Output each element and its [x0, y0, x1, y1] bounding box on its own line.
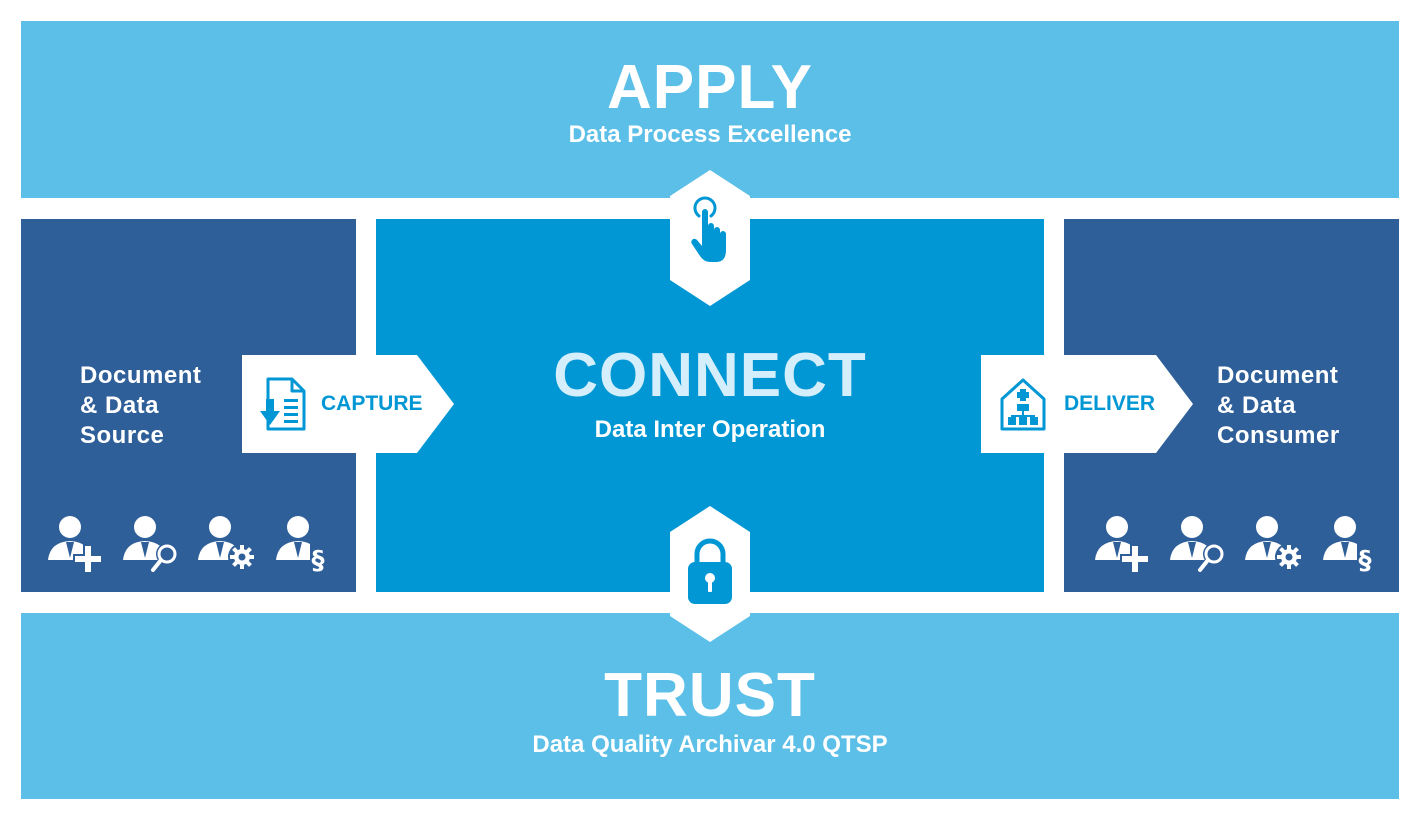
person-paragraph-icon: §: [276, 516, 327, 574]
deliver-arrow: DELIVER: [981, 355, 1193, 453]
source-label-line: Source: [80, 422, 165, 449]
padlock-icon: [688, 538, 732, 604]
consumer-label: Document & Data Consumer: [1217, 361, 1387, 451]
person-search-icon: [123, 516, 178, 572]
document-download-icon: [260, 377, 306, 431]
deliver-label: DELIVER: [1064, 392, 1156, 415]
consumer-people-row: §: [1088, 514, 1378, 574]
trust-title: TRUST: [604, 661, 816, 730]
person-paragraph-icon: §: [1323, 516, 1374, 574]
source-label-line: Document: [80, 362, 202, 389]
source-people-row: §: [45, 514, 335, 574]
svg-text:§: §: [1359, 546, 1372, 574]
person-plus-icon: [48, 516, 103, 574]
source-label: Document & Data Source: [80, 361, 250, 451]
trust-band: TRUST Data Quality Archivar 4.0 QTSP: [21, 613, 1399, 799]
person-gear-icon: [198, 516, 256, 571]
person-plus-icon: [1095, 516, 1150, 574]
touch-hand-icon: [691, 196, 726, 262]
connect-title: CONNECT: [553, 341, 867, 410]
trust-subtitle: Data Quality Archivar 4.0 QTSP: [532, 731, 888, 758]
consumer-label-line: Consumer: [1217, 422, 1340, 449]
apply-subtitle: Data Process Excellence: [568, 121, 852, 148]
house-org-chart-icon: [1000, 378, 1046, 431]
apply-band: APPLY Data Process Excellence: [21, 21, 1399, 198]
capture-label: CAPTURE: [321, 392, 423, 415]
apply-title: APPLY: [606, 53, 813, 122]
touch-hexagon: [670, 170, 750, 306]
source-label-line: & Data: [80, 392, 160, 419]
connect-subtitle: Data Inter Operation: [594, 416, 826, 443]
consumer-label-line: Document: [1217, 362, 1339, 389]
capture-arrow: CAPTURE: [242, 355, 454, 453]
lock-hexagon: [670, 506, 750, 642]
person-gear-icon: [1245, 516, 1303, 571]
person-search-icon: [1170, 516, 1225, 572]
consumer-label-line: & Data: [1217, 392, 1297, 419]
svg-text:§: §: [312, 546, 325, 574]
